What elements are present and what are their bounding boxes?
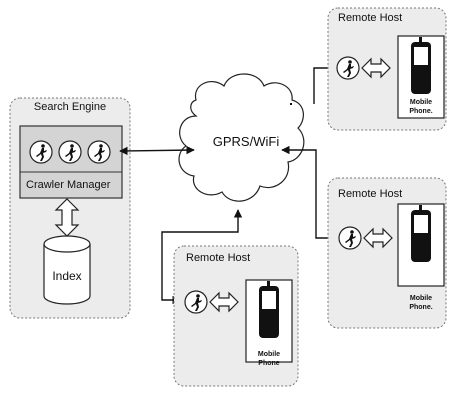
remote-host-1: Remote Host Mobile Phone.	[327, 7, 447, 131]
phone-label-line1: Mobile	[258, 351, 280, 358]
index-database: Index	[43, 235, 91, 305]
network-host2-link	[281, 145, 339, 243]
search-engine-box: Search Engine Crawler Manager Index	[9, 97, 131, 319]
network-cloud: GPRS/WiFi	[178, 73, 305, 202]
phone-label-line1: Mobile	[410, 99, 432, 106]
crawler-manager-label: Crawler Manager	[26, 179, 111, 191]
phone-label-line2: Phone	[258, 360, 279, 367]
remote-host-3: Remote Host Mobile Phone	[173, 245, 299, 387]
network-label: GPRS/WiFi	[213, 134, 280, 149]
crawler-icon-1	[29, 140, 53, 164]
crawler-icon	[338, 226, 362, 250]
network-host3-link	[161, 209, 243, 305]
engine-network-link	[119, 145, 195, 156]
crawler-icon	[184, 290, 208, 314]
crawler-icon	[336, 56, 360, 80]
index-label: Index	[52, 269, 81, 283]
remote-host-title: Remote Host	[338, 188, 402, 200]
remote-host-title: Remote Host	[338, 12, 402, 24]
remote-host-2: Remote Host Mobile Phone.	[327, 177, 447, 329]
crawler-icon-3	[87, 140, 111, 164]
mobile-phone-icon	[397, 203, 445, 287]
search-engine-title: Search Engine	[34, 101, 106, 113]
phone-label-line1: Mobile	[410, 295, 432, 302]
phone-label-line2: Phone.	[409, 108, 432, 115]
crawler-icon-2	[58, 140, 82, 164]
mobile-phone-icon	[245, 279, 293, 363]
phone-label-line2: Phone.	[409, 304, 432, 311]
remote-host-title: Remote Host	[186, 252, 250, 264]
